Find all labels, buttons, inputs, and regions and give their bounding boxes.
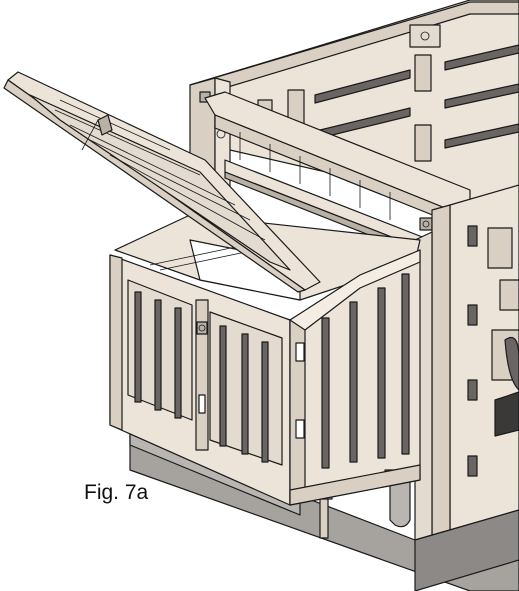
side-rail <box>204 91 471 257</box>
right-door-panel <box>289 249 421 506</box>
open-lid <box>3 71 321 293</box>
figure-label: Fig. 7a <box>84 481 149 504</box>
right-side-wall <box>414 184 519 551</box>
left-door-panel <box>109 254 291 506</box>
